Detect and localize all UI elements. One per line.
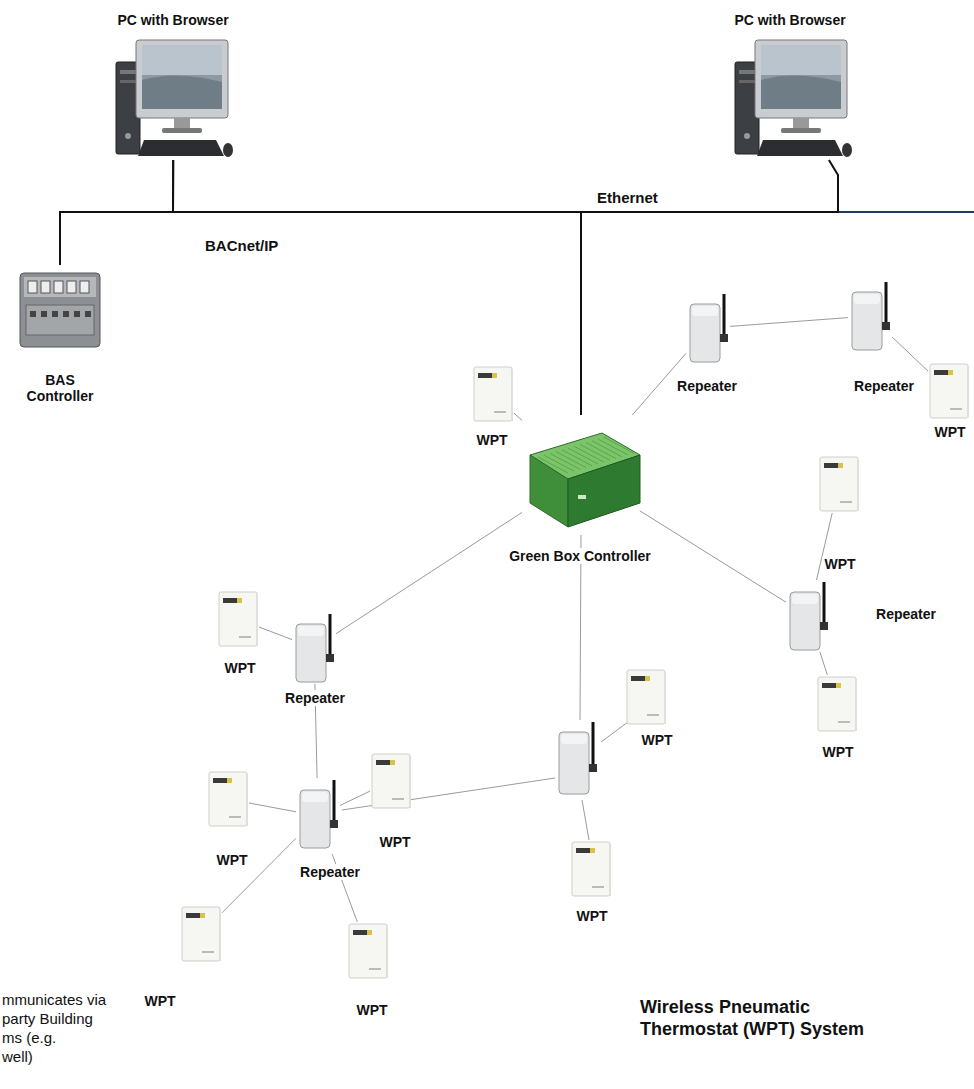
wireless-thermostat-icon	[570, 840, 612, 898]
pc-workstation-icon	[116, 40, 231, 160]
repeater-icon	[848, 280, 892, 352]
wireless-link	[222, 838, 296, 913]
wireless-link	[340, 791, 370, 805]
repeater-icon	[786, 580, 830, 652]
wireless-link	[640, 511, 786, 602]
device-label: WPT	[639, 732, 674, 748]
wireless-thermostat: WPT	[207, 770, 249, 828]
bas-controller-icon	[20, 265, 100, 350]
wireless-thermostat-icon	[928, 362, 970, 420]
repeater: Repeater	[292, 612, 336, 684]
wireless-link	[259, 627, 292, 640]
note-text: party Building	[2, 1009, 93, 1028]
ethernet-line	[173, 160, 581, 415]
wireless-thermostat-icon	[625, 668, 667, 726]
diagram-title: Wireless Pneumatic Thermostat (WPT) Syst…	[640, 996, 890, 1040]
network-label: Ethernet	[597, 188, 658, 207]
device-label: WPT	[214, 852, 249, 868]
device-label: BAS Controller	[13, 372, 107, 404]
device-label: Repeater	[852, 378, 916, 394]
note-text: mmunicates via	[2, 990, 106, 1009]
wireless-link	[820, 652, 828, 675]
repeater: Repeater	[296, 778, 340, 854]
wireless-thermostat: WPT	[570, 840, 612, 898]
device-label: PC with Browser	[115, 12, 230, 28]
bas-controller: BAS Controller	[20, 265, 100, 350]
device-label: WPT	[222, 660, 257, 676]
pc-workstation-icon	[735, 40, 850, 160]
link-line	[582, 800, 589, 840]
green-box-controller-icon	[522, 415, 640, 533]
ethernet-stub	[838, 211, 974, 213]
link-line	[601, 722, 628, 742]
wireless-thermostat: WPT	[816, 675, 858, 733]
green-box-controller: Green Box Controller	[522, 415, 640, 533]
wireless-thermostat: WPT	[217, 590, 259, 648]
ethernet-line	[581, 160, 838, 415]
device-label: Repeater	[298, 864, 362, 880]
wireless-thermostat: WPT	[625, 668, 667, 726]
wireless-thermostat-icon	[217, 590, 259, 648]
device-label: WPT	[354, 1002, 389, 1018]
wireless-link	[514, 413, 522, 420]
device-label: WPT	[932, 424, 967, 440]
wireless-thermostat: WPT	[818, 455, 860, 513]
repeater-icon	[296, 778, 340, 854]
wireless-thermostat-icon	[472, 365, 514, 423]
wireless-thermostat-icon	[370, 752, 412, 810]
wireless-thermostat-icon	[347, 922, 389, 980]
device-label: WPT	[820, 744, 855, 760]
wireless-thermostat-icon	[180, 905, 222, 963]
wireless-link	[730, 318, 848, 327]
wireless-link	[336, 512, 522, 633]
device-label: WPT	[377, 834, 412, 850]
note-text: ms (e.g.	[2, 1028, 56, 1047]
device-label: WPT	[574, 908, 609, 924]
wireless-thermostat: WPT	[472, 365, 514, 423]
repeater: Repeater	[848, 280, 892, 352]
device-label: Repeater	[283, 690, 347, 706]
repeater-icon	[559, 722, 597, 794]
wireless-thermostat: WPT	[347, 922, 389, 980]
pc-workstation: PC with Browser	[116, 40, 231, 160]
ethernet-line	[60, 160, 173, 265]
wireless-thermostat-icon	[816, 675, 858, 733]
wireless-thermostat: WPT	[180, 905, 222, 963]
wireless-link	[249, 803, 296, 812]
repeater-icon	[292, 612, 336, 684]
wireless-thermostat: WPT	[928, 362, 970, 420]
device-label: Repeater	[874, 606, 938, 622]
wireless-thermostat: WPT	[370, 752, 412, 810]
unlabeled-repeater-links	[342, 535, 628, 840]
repeater: Repeater	[786, 580, 830, 652]
network-label: BACnet/IP	[205, 236, 278, 255]
note-text: well)	[2, 1047, 33, 1066]
device-label: WPT	[822, 556, 857, 572]
repeater-icon	[686, 292, 730, 364]
device-label: WPT	[142, 993, 177, 1009]
device-label: Green Box Controller	[507, 548, 653, 564]
repeater: Repeater	[686, 292, 730, 364]
device-label: PC with Browser	[732, 12, 847, 28]
wireless-link	[892, 337, 928, 371]
wireless-thermostat-icon	[207, 770, 249, 828]
pc-workstation: PC with Browser	[735, 40, 850, 160]
device-label: WPT	[474, 432, 509, 448]
wireless-thermostat-icon	[818, 455, 860, 513]
device-label: Repeater	[675, 378, 739, 394]
